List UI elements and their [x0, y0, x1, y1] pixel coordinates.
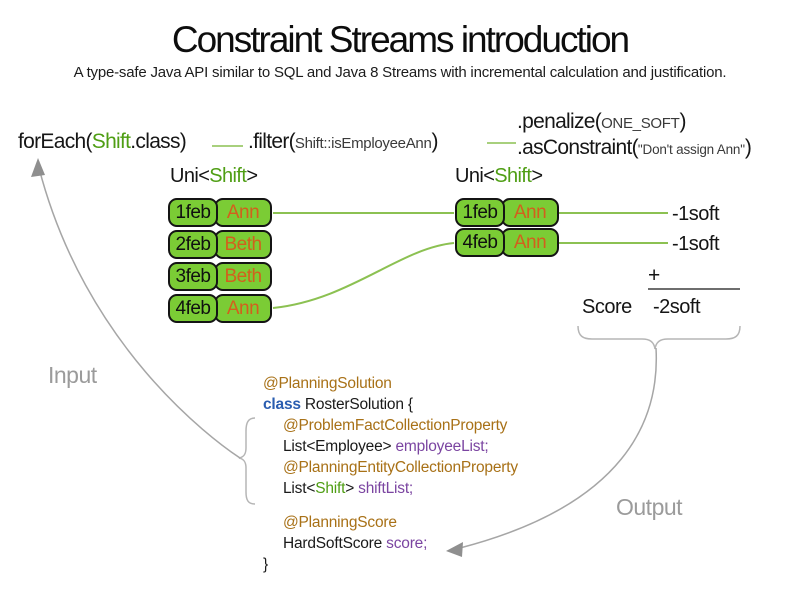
shift-list-type-post: >: [345, 480, 359, 497]
code-line-annotation-score: @PlanningScore: [263, 512, 518, 533]
input-arrow-curve: [38, 167, 241, 459]
score-brace: [577, 325, 741, 350]
uni-type: Shift: [494, 165, 532, 187]
output-arrow-curve: [459, 347, 658, 549]
shift-employee-cell: Beth: [214, 230, 272, 259]
asconstraint-expression: .asConstraint("Don't assign Ann"): [517, 136, 752, 160]
class-name: RosterSolution {: [300, 396, 413, 413]
shift-date-cell: 1feb: [455, 198, 505, 227]
shift-list-field: shiftList;: [358, 480, 414, 497]
code-line-closing-brace: }: [263, 554, 518, 575]
shift-employee-cell: Ann: [214, 294, 272, 323]
shift-employee-cell: Beth: [214, 262, 272, 291]
stream-connector-4feb: [272, 242, 455, 309]
code-line-shift-list: List<Shift> shiftList;: [263, 478, 518, 499]
shift-date-cell: 1feb: [168, 198, 218, 227]
annotation-planning-entity: @PlanningEntityCollectionProperty: [283, 459, 518, 476]
filter-type: Shift: [294, 135, 324, 152]
code-line-annotation-planning-entity: @PlanningEntityCollectionProperty: [263, 457, 518, 478]
filter-pre: .filter(: [248, 130, 296, 153]
asconstraint-pre: .asConstraint(: [517, 136, 639, 159]
code-line-annotation-problem-fact: @ProblemFactCollectionProperty: [263, 415, 518, 436]
filter-post: ): [431, 130, 438, 153]
asconstraint-arg: "Don't assign Ann": [637, 142, 745, 157]
code-line-employee-list: List<Employee> employeeList;: [263, 436, 518, 457]
employee-list-type: List<Employee>: [283, 438, 396, 455]
uni-pre: Uni<: [455, 165, 495, 187]
foreach-pre: forEach(: [18, 130, 92, 153]
penalize-post: ): [679, 110, 687, 133]
annotation-planning-score: @PlanningScore: [283, 514, 397, 531]
uni-post: >: [531, 165, 543, 187]
uni-type: Shift: [209, 165, 247, 187]
asconstraint-post: ): [744, 136, 752, 159]
shift-date-cell: 4feb: [455, 228, 505, 257]
code-line-annotation-solution: @PlanningSolution: [263, 373, 518, 394]
code-line-class-decl: class RosterSolution {: [263, 394, 518, 415]
uni-post: >: [246, 165, 258, 187]
employee-list-field: employeeList;: [395, 438, 489, 455]
input-label: Input: [48, 362, 97, 388]
output-arrowhead-icon: [446, 542, 463, 557]
shift-date-cell: 4feb: [168, 294, 218, 323]
output-label: Output: [616, 494, 683, 520]
closing-brace: }: [263, 556, 268, 573]
penalize-pre: .penalize(: [517, 110, 602, 133]
foreach-post: .class): [130, 130, 187, 153]
shift-row: Ann 4feb: [455, 228, 559, 257]
filter-expression: .filter(Shift::isEmployeeAnn): [248, 130, 439, 154]
shift-list-type-pre: List<: [283, 480, 316, 497]
left-stream-type-label: Uni<Shift>: [170, 165, 258, 188]
plus-sign: +: [648, 264, 661, 287]
page-subtitle: A type-safe Java API similar to SQL and …: [73, 64, 727, 81]
shift-employee-cell: Ann: [501, 228, 559, 257]
score-field: score;: [386, 535, 428, 552]
annotation-planning-solution: @PlanningSolution: [263, 375, 392, 392]
penalize-expression: .penalize(ONE_SOFT): [517, 110, 687, 134]
annotation-problem-fact: @ProblemFactCollectionProperty: [283, 417, 508, 434]
uni-pre: Uni<: [170, 165, 210, 187]
score-label: Score: [582, 296, 632, 318]
shift-row: Beth 3feb: [168, 262, 272, 291]
shift-row: Ann 1feb: [455, 198, 559, 227]
shift-row: Ann 4feb: [168, 294, 272, 323]
shift-employee-cell: Ann: [501, 198, 559, 227]
foreach-type: Shift: [91, 130, 131, 153]
penalty-value: -1soft: [672, 203, 720, 225]
shift-date-cell: 3feb: [168, 262, 218, 291]
shift-row: Ann 1feb: [168, 198, 272, 227]
code-blank-line: [263, 499, 518, 512]
shift-employee-cell: Ann: [214, 198, 272, 227]
score-type: HardSoftScore: [283, 535, 387, 552]
shift-list-type: Shift: [315, 480, 346, 497]
penalty-value: -1soft: [672, 233, 720, 255]
foreach-expression: forEach(Shift.class): [18, 130, 187, 154]
shift-date-cell: 2feb: [168, 230, 218, 259]
keyword-class: class: [263, 396, 301, 413]
code-line-score-field: HardSoftScore score;: [263, 533, 518, 554]
right-stream-type-label: Uni<Shift>: [455, 165, 543, 188]
input-arrowhead-icon: [31, 158, 45, 177]
score-total: -2soft: [653, 296, 701, 318]
code-brace: [238, 417, 256, 505]
shift-row: Beth 2feb: [168, 230, 272, 259]
filter-arg: ::isEmployeeAnn: [323, 135, 432, 152]
page-title: Constraint Streams introduction: [171, 19, 630, 60]
penalize-arg: ONE_SOFT: [601, 115, 680, 132]
roster-solution-code: @PlanningSolution class RosterSolution {…: [263, 373, 518, 575]
